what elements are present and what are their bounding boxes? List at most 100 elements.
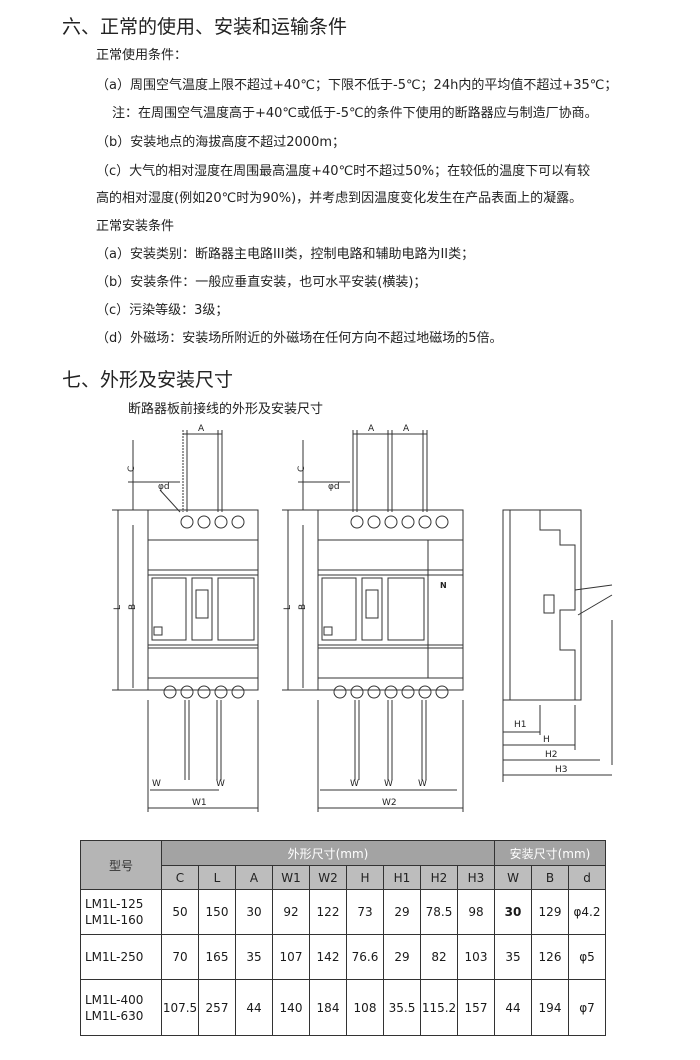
value-cell: 107.5 [161, 979, 199, 1036]
section-7-title: 七、外形及安装尺寸 [62, 369, 234, 391]
value-cell: 129 [531, 889, 569, 935]
label-W: W [216, 779, 225, 789]
value-cell: 44 [494, 979, 532, 1036]
value-cell: φ7 [568, 979, 606, 1036]
label-W2: W2 [382, 798, 397, 808]
value-cell: 103 [457, 934, 495, 980]
use-item: （b）安装地点的海拔高度不超过2000m； [96, 135, 345, 150]
label-W: W [350, 779, 359, 789]
dimension-drawings: A C φd L B W W W1 A A C [112, 424, 613, 812]
column-header: H3 [457, 865, 495, 890]
value-cell: 108 [346, 979, 384, 1036]
mount-dimensions-header: 安装尺寸(mm) [494, 840, 606, 866]
column-header: W2 [309, 865, 347, 890]
use-item-cont: 高的相对湿度(例如20℃时为90%)，并考虑到因温度变化发生在产品表面上的凝露。 [96, 191, 583, 206]
value-cell: 82 [420, 934, 458, 980]
label-H2: H2 [545, 750, 558, 760]
column-header: H2 [420, 865, 458, 890]
label-W: W [418, 779, 427, 789]
value-cell: 115.2 [420, 979, 458, 1036]
column-header: A [235, 865, 273, 890]
outer-dimensions-header: 外形尺寸(mm) [161, 840, 495, 866]
label-L: L [283, 605, 293, 610]
label-A: A [198, 424, 205, 434]
value-cell: 70 [161, 934, 199, 980]
use-heading: 正常使用条件： [96, 48, 188, 63]
value-cell: 35.5 [383, 979, 421, 1036]
value-cell: 98 [457, 889, 495, 935]
value-cell: 35 [494, 934, 532, 980]
label-A: A [403, 424, 410, 434]
label-H3: H3 [555, 765, 568, 775]
label-C: C [297, 466, 307, 472]
value-cell: 76.6 [346, 934, 384, 980]
use-item: （a）周围空气温度上限不超过+40℃；下限不低于-5℃；24h内的平均值不超过+… [96, 78, 618, 93]
value-cell: 126 [531, 934, 569, 980]
section-6-title: 六、正常的使用、安装和运输条件 [62, 16, 348, 38]
label-W1: W1 [192, 798, 207, 808]
use-item: （c）大气的相对湿度在周围最高温度+40℃时不超过50%；在较低的温度下可以有较 [96, 164, 591, 179]
value-cell: 194 [531, 979, 569, 1036]
value-cell: 35 [235, 934, 273, 980]
breaker-side-view: H1 H H2 H3 [502, 509, 613, 782]
column-header: d [568, 865, 606, 890]
value-cell: 30 [235, 889, 273, 935]
value-cell: 73 [346, 889, 384, 935]
label-d: φd [158, 482, 170, 492]
breaker-3pole-front-view: A C φd L B W W W1 [112, 424, 259, 812]
value-cell: 157 [457, 979, 495, 1036]
model-name: LM1L-160 [85, 913, 144, 927]
model-cell: LM1L-250 [80, 934, 162, 980]
model-name: LM1L-250 [85, 950, 144, 964]
label-B: B [128, 604, 138, 610]
use-note: 注：在周围空气温度高于+40℃或低于-5℃的条件下使用的断路器应与制造厂协商。 [112, 106, 598, 121]
value-cell: φ4.2 [568, 889, 606, 935]
value-cell: 92 [272, 889, 310, 935]
label-A: A [368, 424, 375, 434]
column-header: L [198, 865, 236, 890]
label-N: N [440, 581, 447, 590]
value-cell: 50 [161, 889, 199, 935]
install-item: （a）安装类别：断路器主电路III类，控制电路和辅助电路为II类； [96, 247, 475, 262]
breaker-4pole-front-view: A A C φd L B N W W W W2 [282, 424, 464, 812]
label-d: φd [328, 482, 340, 492]
value-cell: 150 [198, 889, 236, 935]
value-cell: 29 [383, 934, 421, 980]
model-header: 型号 [80, 840, 162, 890]
label-L: L [113, 605, 123, 610]
value-cell: 107 [272, 934, 310, 980]
column-header: W1 [272, 865, 310, 890]
column-header: W [494, 865, 532, 890]
install-item: （b）安装条件：一般应垂直安装，也可水平安装(横装)； [96, 275, 427, 290]
value-cell: 165 [198, 934, 236, 980]
value-cell: 140 [272, 979, 310, 1036]
column-header: H1 [383, 865, 421, 890]
value-cell: 44 [235, 979, 273, 1036]
value-cell: 142 [309, 934, 347, 980]
model-name: LM1L-400 [85, 992, 144, 1007]
model-name: LM1L-125 [85, 897, 144, 911]
value-cell: φ5 [568, 934, 606, 980]
column-header: C [161, 865, 199, 890]
value-cell: 78.5 [420, 889, 458, 935]
install-item: （d）外磁场：安装场所附近的外磁场在任何方向不超过地磁场的5倍。 [96, 331, 503, 346]
value-cell: 184 [309, 979, 347, 1036]
column-header: B [531, 865, 569, 890]
column-header: H [346, 865, 384, 890]
value-cell: 257 [198, 979, 236, 1036]
value-cell: 29 [383, 889, 421, 935]
label-W: W [152, 779, 161, 789]
label-W: W [384, 779, 393, 789]
value-cell: 30 [494, 889, 532, 935]
install-heading: 正常安装条件 [96, 219, 175, 234]
install-item: （c）污染等级：3级； [96, 303, 229, 318]
drawing-subtitle: 断路器板前接线的外形及安装尺寸 [128, 402, 324, 417]
label-H1: H1 [514, 720, 527, 730]
label-H: H [543, 735, 550, 745]
label-B: B [298, 604, 308, 610]
